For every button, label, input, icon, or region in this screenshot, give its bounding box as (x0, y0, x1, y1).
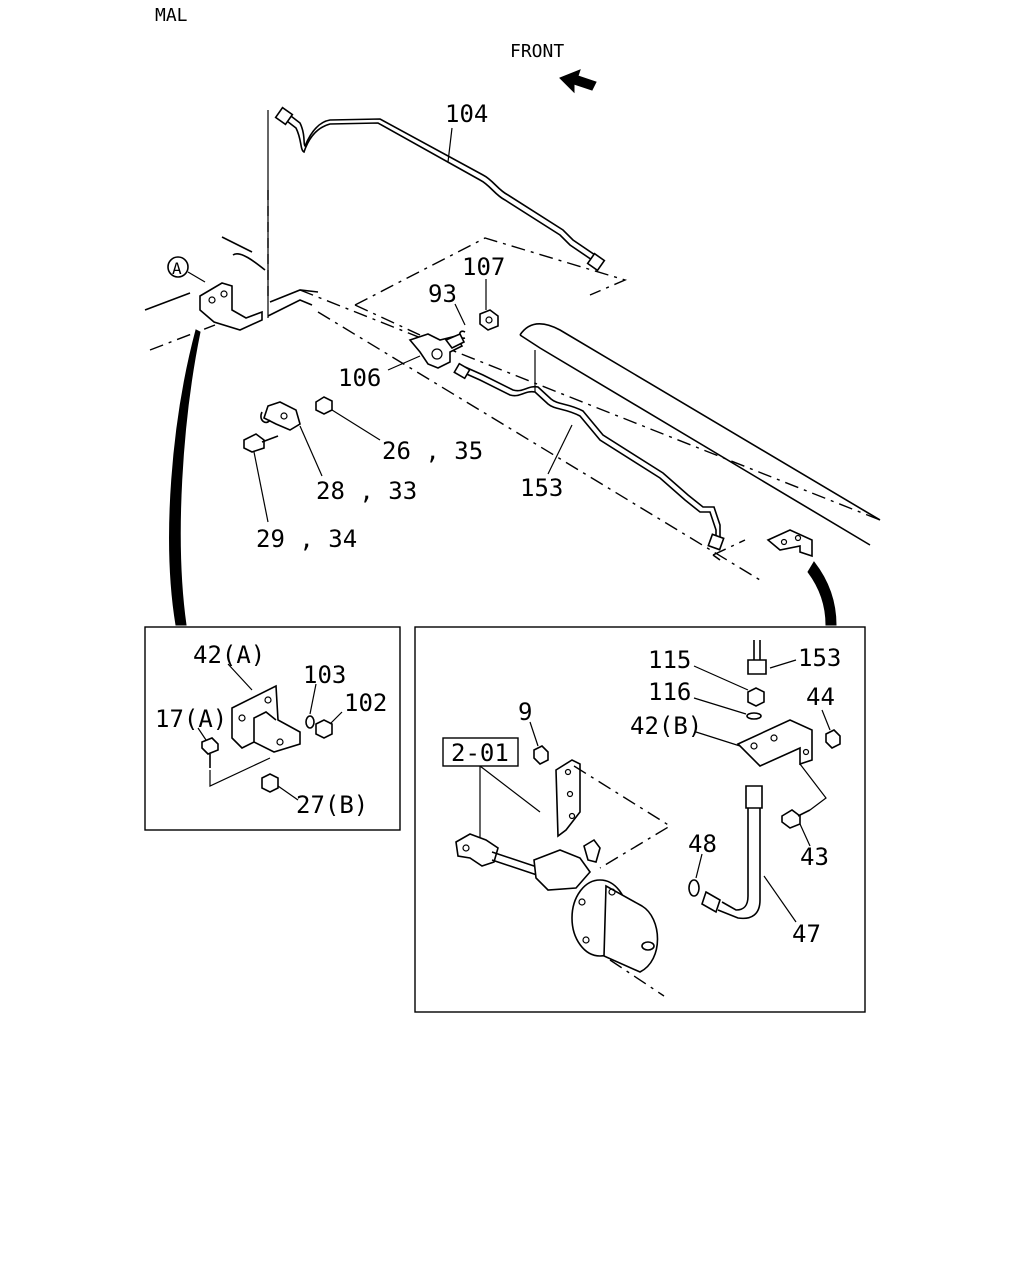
bolt-17a (201, 737, 219, 768)
tee-fitting-106 (408, 332, 466, 369)
label-17a: 17(A) (155, 705, 227, 733)
nut-26-35 (315, 396, 333, 415)
label-93: 93 (428, 280, 457, 308)
leader-44 (821, 709, 831, 731)
label-9: 9 (518, 698, 532, 726)
detail-box-b (414, 626, 866, 1013)
label-26-35: 26 , 35 (382, 437, 483, 465)
label-29-34: 29 , 34 (256, 525, 357, 553)
clamp-28-33 (260, 401, 301, 431)
bolt-29-34 (243, 433, 279, 453)
label-153-detail: 153 (798, 644, 841, 672)
label-116: 116 (648, 678, 691, 706)
leader-153-detail (769, 659, 797, 669)
bracket-42b (736, 719, 813, 767)
leader-116 (693, 697, 747, 715)
washer-116 (746, 712, 762, 720)
label-107: 107 (462, 253, 505, 281)
label-27b: 27(B) (296, 791, 368, 819)
detail-arrow-left (169, 329, 201, 626)
label-103: 103 (303, 661, 346, 689)
nut-27b (261, 773, 279, 793)
washer-48 (688, 879, 700, 897)
nut-115 (747, 687, 765, 707)
front-direction-label: FRONT (510, 41, 564, 62)
label-42b: 42(B) (630, 712, 702, 740)
label-102: 102 (344, 689, 387, 717)
bolt-43 (781, 809, 811, 829)
leader-47 (763, 875, 797, 923)
dash-guide-b (799, 763, 827, 811)
leader-153-top (547, 424, 573, 475)
leader-106 (387, 355, 421, 371)
callout-a-letter: A (172, 259, 182, 278)
leader-42a (227, 663, 253, 691)
label-42a: 42(A) (193, 641, 265, 669)
leader-48 (695, 853, 703, 879)
nut-102 (315, 719, 333, 739)
label-47: 47 (792, 920, 821, 948)
bracket-42a (231, 684, 301, 753)
leader-42b (695, 731, 741, 747)
hose-47 (701, 785, 763, 920)
model-code: MAL (155, 5, 188, 26)
washer-103 (305, 715, 315, 729)
label-106: 106 (338, 364, 381, 392)
booster-assembly (455, 833, 665, 997)
leader-26-35 (331, 409, 381, 441)
nut-107 (479, 309, 499, 331)
label-104: 104 (445, 100, 488, 128)
leader-43 (799, 823, 811, 847)
label-153-top: 153 (520, 474, 563, 502)
leader-28-33 (299, 425, 323, 477)
callout-a-marker: A (167, 256, 206, 283)
label-44: 44 (806, 683, 835, 711)
leader-2-01 (479, 765, 541, 840)
bracket-a-upper (199, 282, 263, 331)
front-arrow-icon (559, 69, 597, 94)
bracket-b-upper (766, 529, 813, 558)
dash-guide-a (209, 757, 271, 787)
nut-9 (533, 745, 549, 765)
leader-27b (277, 785, 299, 801)
leader-93 (454, 303, 466, 326)
brake-pipe-153 (453, 362, 725, 551)
label-48: 48 (688, 830, 717, 858)
leader-29-34 (253, 451, 269, 523)
leader-103 (309, 683, 317, 715)
leader-17a (197, 727, 207, 741)
detail-box-a (144, 626, 401, 831)
detail-arrow-right (807, 561, 837, 626)
leader-115 (693, 665, 749, 691)
pipe-153-detail (747, 640, 767, 675)
label-2-01: 2-01 (451, 739, 509, 767)
leader-9 (529, 721, 539, 747)
mounting-plate (555, 759, 672, 869)
label-28-33: 28 , 33 (316, 477, 417, 505)
label-43: 43 (800, 843, 829, 871)
nut-44 (825, 729, 841, 749)
brake-pipe-104 (274, 106, 606, 272)
label-115: 115 (648, 646, 691, 674)
chassis-frame (144, 236, 881, 581)
leader-104 (447, 127, 453, 163)
leader-102 (329, 711, 343, 725)
